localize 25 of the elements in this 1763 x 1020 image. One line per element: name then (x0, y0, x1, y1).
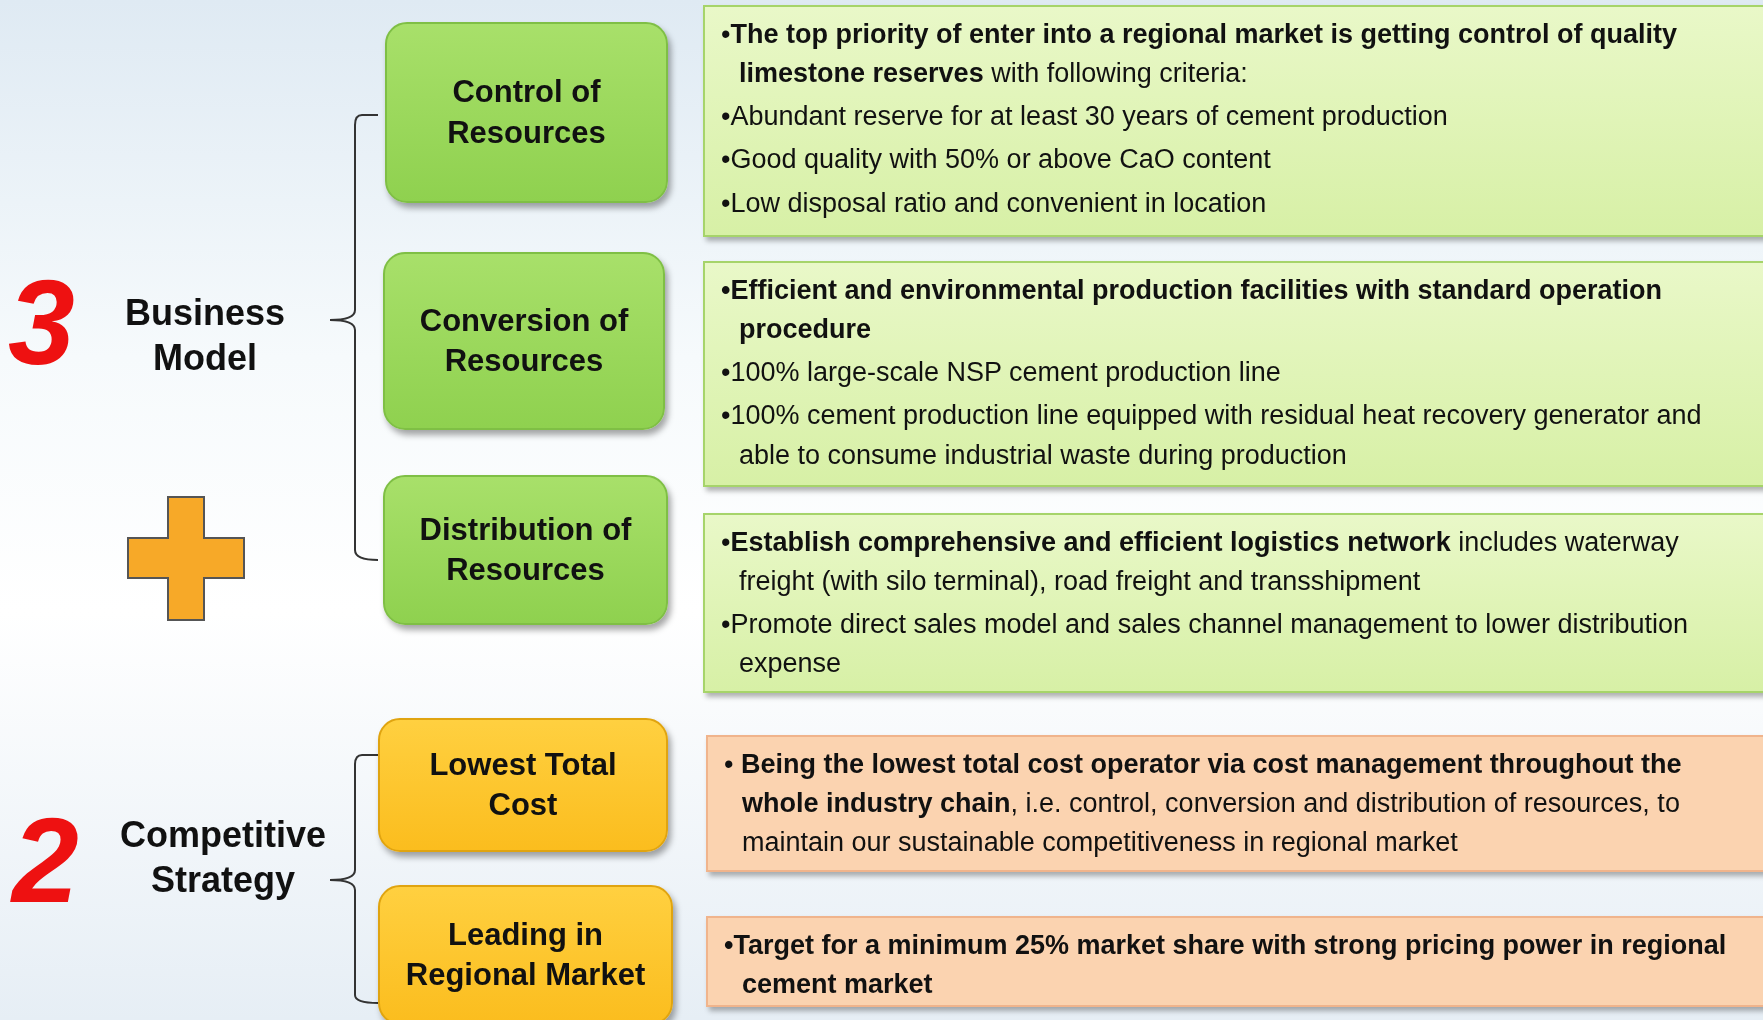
bullet-text: •The top priority of enter into a regional market is getting control of quality limestone reserves with following criteria: (721, 18, 1679, 91)
description-panel (703, 513, 1763, 693)
category-box: Conversion of Resources (383, 252, 665, 430)
category-box: Distribution of Resources (383, 475, 668, 625)
bullet-text: •100% cement production line equipped with residual heat recovery generator and able to consume industrial waste during production (721, 399, 1703, 472)
category-box: Control of Resources (385, 22, 668, 203)
step-number: 2 (12, 800, 80, 920)
bullet-text: • Being the lowest total cost operator via cost management throughout the whole industry chain, i.e. control, conversion and distribution of resources, to maintain our sustainable competitiveness in regional market (724, 748, 1683, 860)
bullet-text: •Abundant reserve for at least 30 years of cement production (721, 100, 1449, 134)
bullet-text: •Good quality with 50% or above CaO content (721, 143, 1272, 177)
description-panel (703, 261, 1763, 487)
bullet-text: •Efficient and environmental production facilities with standard operation procedure (721, 274, 1664, 347)
category-box: Lowest Total Cost (378, 718, 668, 852)
bullet-text: •100% large-scale NSP cement production line (721, 356, 1282, 390)
category-box: Leading in Regional Market (378, 885, 673, 1020)
step-number: 3 (8, 262, 76, 382)
section-title: Business Model (123, 291, 287, 380)
bullet-text: •Establish comprehensive and efficient logistics network includes waterway freight (with silo terminal), road freight and transshipment (721, 526, 1680, 599)
bullet-text: •Low disposal ratio and convenient in location (721, 186, 1268, 220)
description-panel (703, 5, 1763, 237)
bullet-text: •Target for a minimum 25% market share with strong pricing power in regional cement market (724, 929, 1728, 1002)
description-panel (706, 735, 1763, 872)
description-panel (706, 916, 1763, 1007)
bullet-text: •Promote direct sales model and sales channel management to lower distribution expense (721, 608, 1689, 681)
section-title: Competitive Strategy (118, 813, 327, 902)
